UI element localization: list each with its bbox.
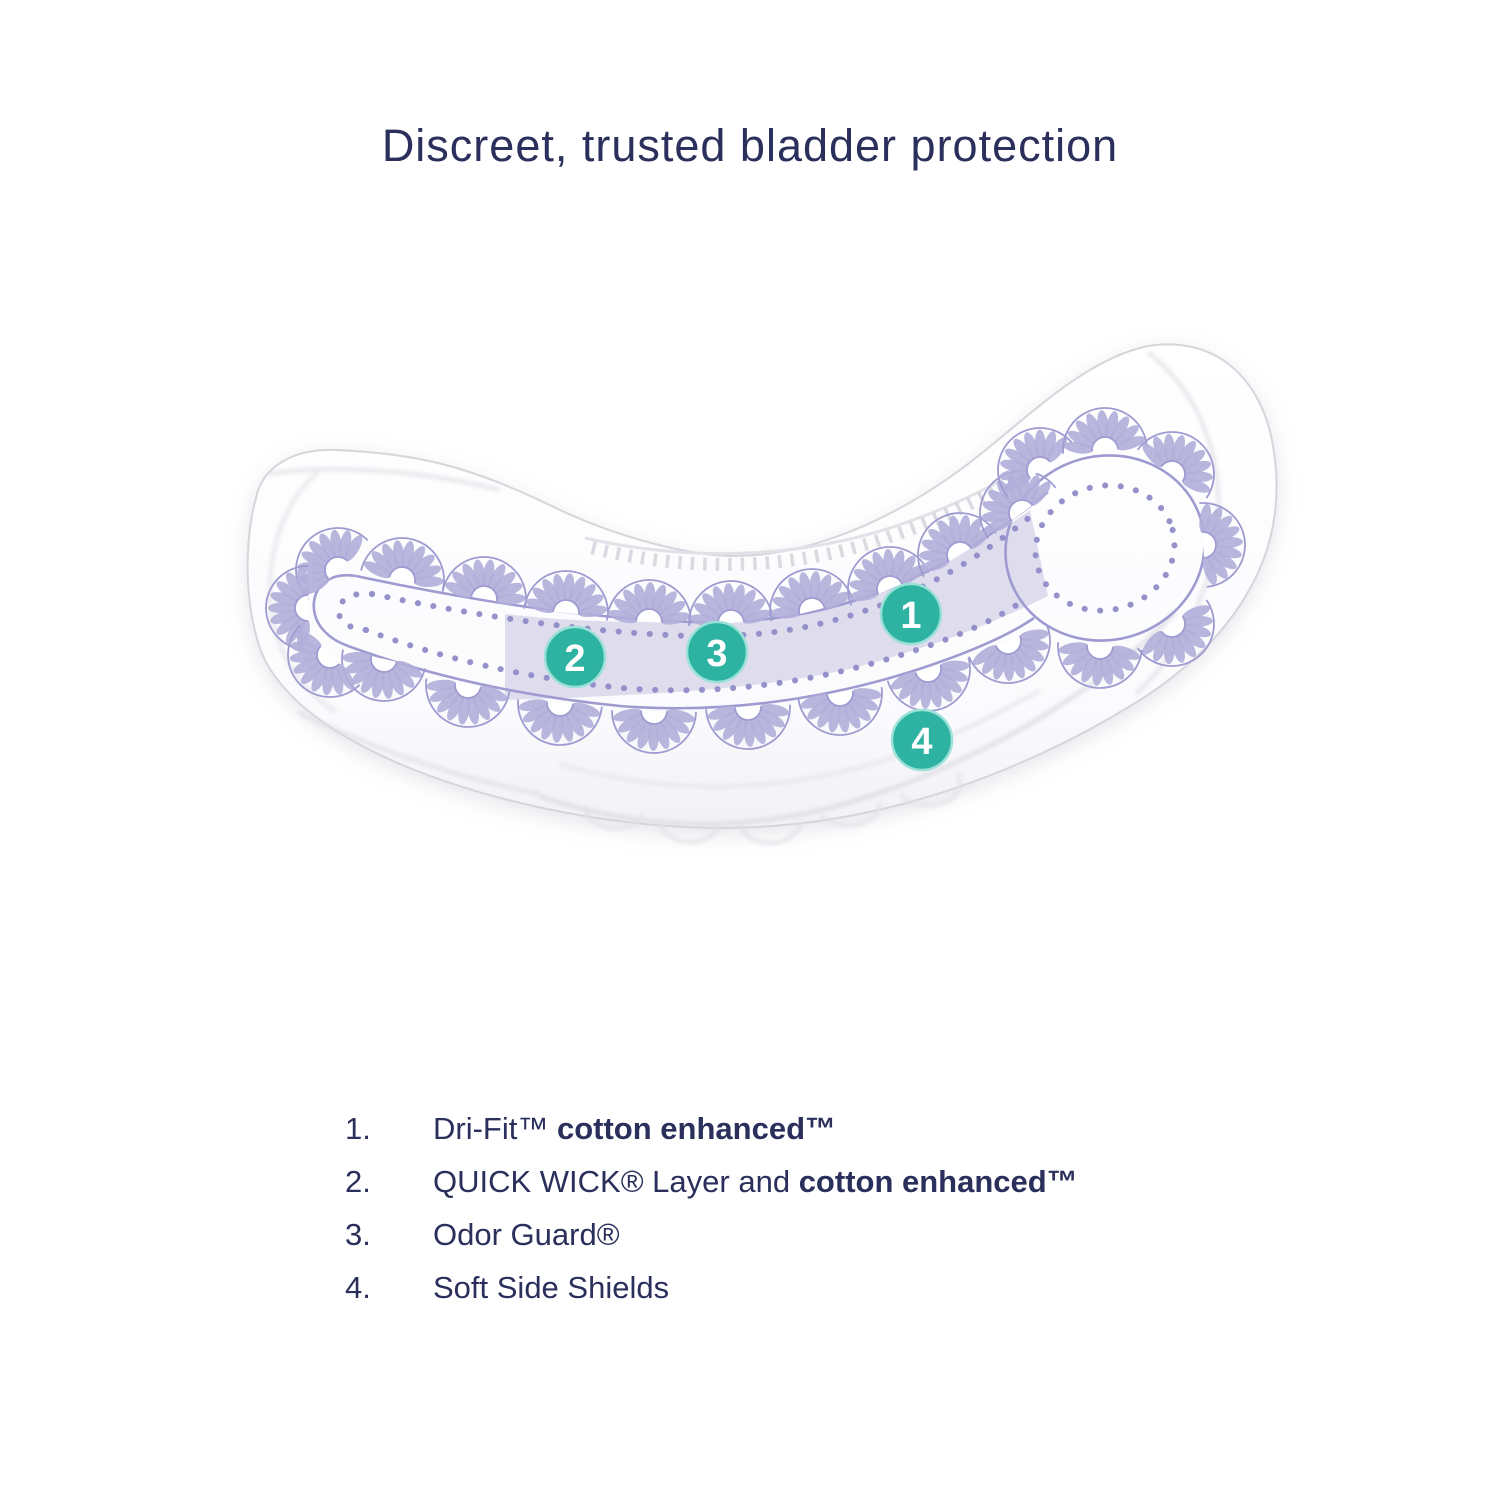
legend-item-2-text-bold: cotton enhanced™: [798, 1163, 1078, 1199]
feature-legend: 1. Dri-Fit™ cotton enhanced™ 2. QUICK WI…: [345, 1102, 1078, 1314]
lace-dotted-rows: [335, 482, 1178, 694]
legend-item-4-number: 4.: [345, 1269, 371, 1305]
legend-item-3-number: 3.: [345, 1216, 371, 1252]
callout-badge-1: 1: [879, 582, 943, 646]
callout-number-3: 3: [706, 633, 727, 675]
callout-number-2: 2: [564, 638, 585, 680]
legend-item-4-text-regular: Soft Side Shields: [433, 1269, 670, 1305]
legend-item-1-text: Dri-Fit™ cotton enhanced™: [433, 1111, 836, 1147]
legend-item-4-text: Soft Side Shields: [433, 1270, 669, 1306]
legend-item-1: 1. Dri-Fit™ cotton enhanced™: [345, 1102, 1078, 1155]
legend-item-2: 2. QUICK WICK® Layer and cotton enhanced…: [345, 1155, 1078, 1208]
legend-item-3-text: Odor Guard®: [433, 1217, 620, 1253]
legend-item-2-number: 2.: [345, 1163, 371, 1199]
legend-item-4: 4. Soft Side Shields: [345, 1261, 1078, 1314]
legend-item-2-text-regular: QUICK WICK® Layer and: [433, 1163, 799, 1199]
callout-badge-4: 4: [890, 708, 954, 772]
callout-badge-3: 3: [685, 620, 749, 684]
callout-number-1: 1: [900, 595, 921, 637]
absorbent-channel-band: [505, 510, 1048, 700]
callout-badge-2: 2: [543, 625, 607, 689]
legend-item-1-text-bold: cotton enhanced™: [556, 1110, 836, 1146]
legend-item-1-text-regular: Dri-Fit™: [433, 1110, 557, 1146]
callout-number-4: 4: [911, 721, 932, 763]
legend-item-1-number: 1.: [345, 1110, 371, 1146]
legend-item-3-text-regular: Odor Guard®: [433, 1216, 620, 1252]
legend-item-3: 3. Odor Guard®: [345, 1208, 1078, 1261]
page-title: Discreet, trusted bladder protection: [381, 120, 1119, 171]
legend-item-2-text: QUICK WICK® Layer and cotton enhanced™: [433, 1164, 1078, 1200]
